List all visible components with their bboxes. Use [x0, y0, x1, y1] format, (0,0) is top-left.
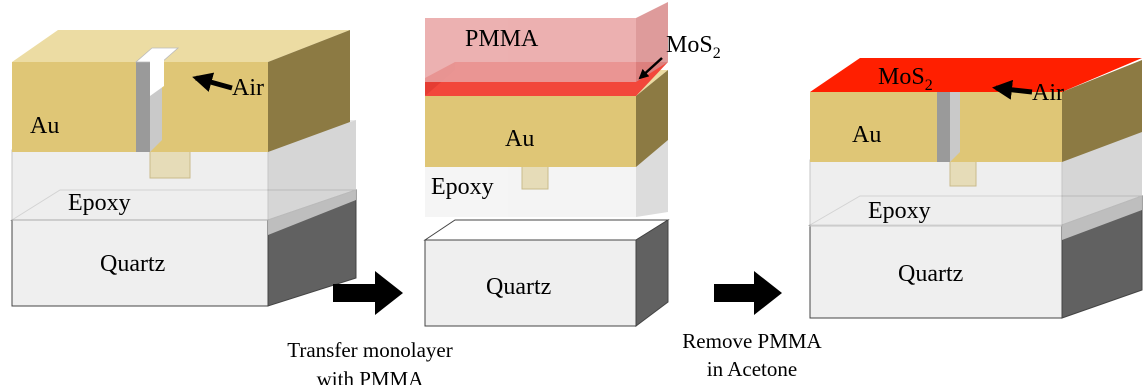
quartz-label: Quartz [100, 251, 165, 277]
au-label: Au [852, 122, 881, 148]
step-caption-2: Remove PMMA in Acetone [682, 329, 822, 381]
epoxy-label: Epoxy [431, 174, 494, 200]
mos2-layer [810, 58, 1142, 92]
mos2-label: MoS2 [878, 64, 933, 94]
quartz-block [423, 219, 670, 327]
air-pointer-arrow [992, 79, 1033, 100]
pmma-label: PMMA [465, 26, 539, 52]
epoxy-label: Epoxy [868, 198, 931, 224]
step-2-line-2: in Acetone [707, 357, 797, 381]
panel-left: Au Air Epoxy Quartz [10, 30, 357, 307]
panel-middle: PMMA MoS2 Au Epoxy Quartz [423, 2, 721, 327]
panel-right: MoS2 Au Air Epoxy Quartz [808, 58, 1143, 319]
step-arrow-1 [333, 271, 403, 315]
step-1-line-2: with PMMA [317, 367, 425, 385]
air-label: Air [1032, 80, 1064, 106]
step-caption-1: Transfer monolayer with PMMA [287, 338, 452, 385]
au-block [12, 30, 350, 152]
au-block [810, 60, 1142, 162]
mos2-label: MoS2 [666, 32, 721, 62]
quartz-label: Quartz [486, 274, 551, 300]
au-label: Au [505, 126, 534, 152]
epoxy-label: Epoxy [68, 190, 131, 216]
au-pillar [521, 164, 549, 190]
pmma-layer [425, 2, 668, 82]
air-label: Air [232, 75, 264, 101]
air-pointer-arrow [192, 72, 233, 92]
step-2-line-1: Remove PMMA [682, 329, 822, 353]
quartz-label: Quartz [898, 261, 963, 287]
au-pillar [149, 149, 191, 179]
step-arrow-2 [714, 271, 782, 315]
au-pillar [949, 159, 977, 187]
step-1-line-1: Transfer monolayer [287, 338, 452, 362]
mos2-pointer-arrow [638, 57, 663, 80]
au-label: Au [30, 113, 59, 139]
